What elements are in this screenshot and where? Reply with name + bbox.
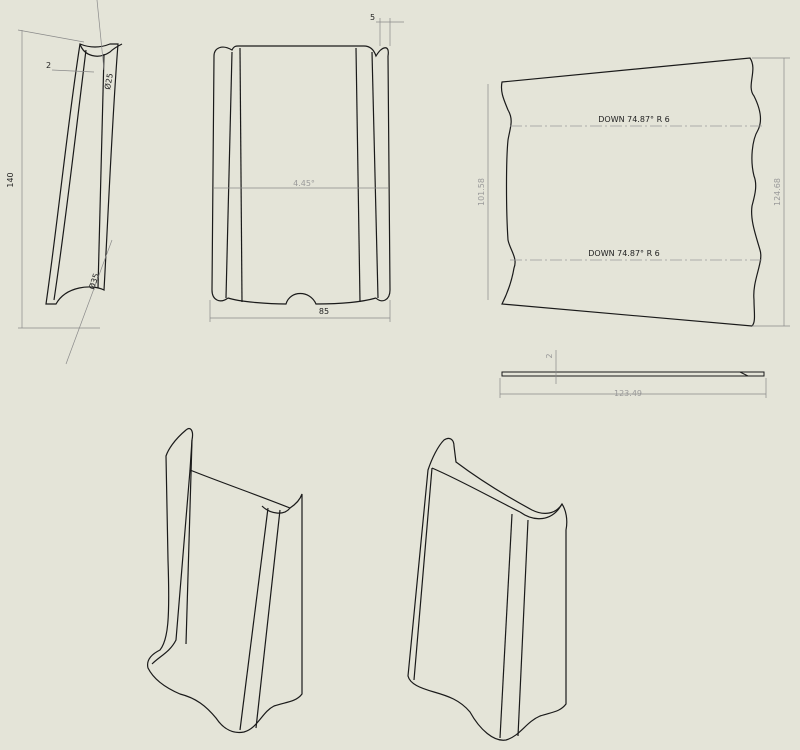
front-width-label: 85	[319, 307, 329, 316]
side-thickness-leader	[51, 69, 95, 73]
iso-right-top-edge	[431, 467, 521, 513]
front-view-left-edge	[211, 55, 229, 302]
front-view-dimensions	[209, 18, 404, 322]
flat-edge-plate	[501, 371, 765, 377]
side-diam-top-leader	[96, 0, 105, 71]
side-top-diameter-label: Ø25	[102, 72, 115, 90]
front-view-right-bend-line-1	[355, 47, 361, 303]
front-view-left-bend-line-1	[225, 51, 233, 299]
side-bottom-diameter-label: Ø35	[86, 272, 101, 291]
side-thickness-label: 2	[46, 61, 51, 70]
flat-pattern-view	[500, 57, 762, 327]
flat-edge-dimensions	[499, 350, 767, 398]
side-view-inner-edge	[53, 49, 87, 301]
side-view-dimensions	[17, 0, 113, 365]
flat-bend-top-label: DOWN 74.87° R 6	[598, 115, 670, 124]
flat-length-label: 123.49	[614, 389, 642, 398]
side-view-outline	[45, 43, 119, 305]
flat-left-height-label: 101.58	[477, 178, 486, 206]
side-diam-bottom-leader	[65, 239, 113, 365]
side-view-inner-edge-2	[97, 53, 105, 289]
flat-right-height-label: 124.68	[773, 178, 782, 206]
iso-right-bend-2	[517, 519, 529, 737]
iso-left-front-edge	[151, 469, 191, 665]
isometric-view-left	[147, 427, 303, 734]
iso-right-front-edge	[413, 467, 433, 681]
flat-thickness-label: 2	[545, 353, 554, 358]
front-view-left-bend-line-2	[239, 47, 243, 303]
front-view-bottom-edge	[227, 292, 377, 305]
flat-edge-view	[501, 371, 765, 377]
iso-right-bend-1	[499, 513, 513, 739]
iso-left-flange-edge	[185, 439, 193, 645]
side-view	[45, 43, 123, 305]
front-view-right-bend-line-2	[371, 51, 379, 299]
front-view-right-edge	[375, 55, 391, 302]
flat-bend-bottom-label: DOWN 74.87° R 6	[588, 249, 660, 258]
front-view	[211, 45, 391, 305]
front-flange-label: 5	[370, 13, 375, 22]
iso-left-bend-1	[239, 507, 269, 731]
front-view-top-edge	[213, 45, 389, 58]
iso-right-top-curve	[519, 503, 563, 520]
iso-left-top-curve	[261, 505, 291, 514]
flat-edge-bend-mark	[739, 371, 749, 377]
side-height-label: 140	[6, 172, 15, 187]
iso-right-outline	[407, 437, 568, 741]
iso-left-bend-2	[255, 509, 281, 729]
side-height-ext-top	[17, 29, 85, 43]
front-angle-label: 4.45°	[293, 179, 315, 188]
flat-pattern-dimensions	[487, 57, 790, 327]
iso-left-outline	[147, 427, 303, 734]
flat-pattern-bend-lines	[510, 125, 762, 261]
isometric-view-right	[407, 437, 568, 741]
flat-pattern-outline	[500, 57, 762, 327]
